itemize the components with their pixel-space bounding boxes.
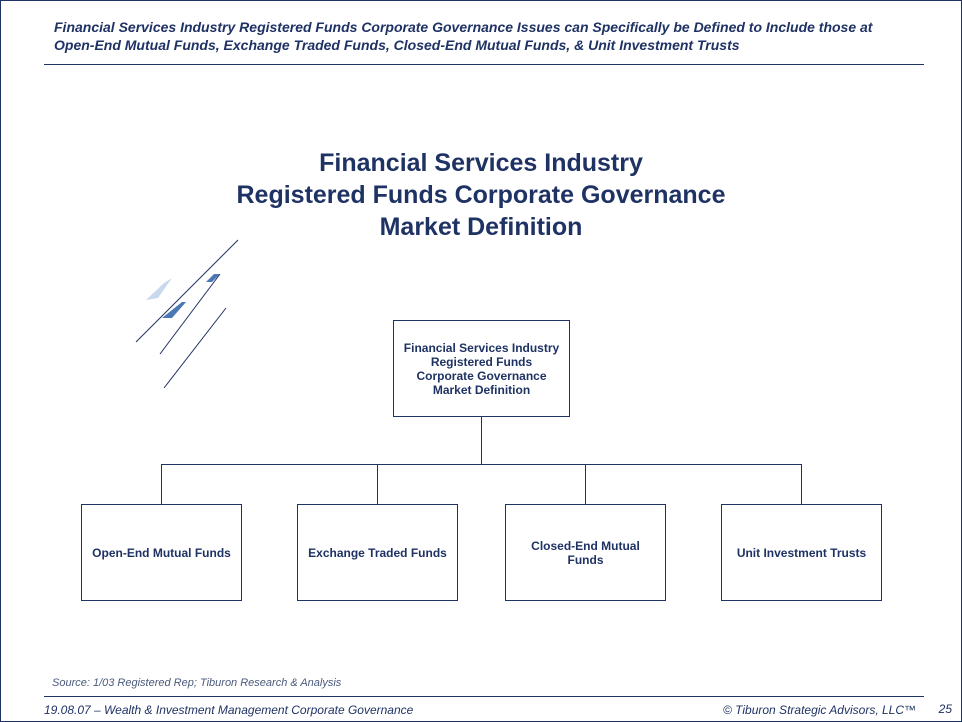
root-node-line-4: Market Definition: [432, 382, 531, 397]
child-node-label: Unit Investment Trusts: [736, 545, 867, 560]
child-node-unit-investment-trusts: Unit Investment Trusts: [721, 504, 882, 601]
child-node-exchange-traded-funds: Exchange Traded Funds: [297, 504, 458, 601]
connector-child-1: [161, 464, 162, 504]
connector-child-2: [377, 464, 378, 504]
page-number: 25: [938, 702, 952, 716]
slide-title: Financial Services Industry Registered F…: [0, 147, 962, 243]
title-line-2: Registered Funds Corporate Governance: [236, 181, 726, 209]
connector-horizontal-bar: [161, 464, 802, 465]
header-line-2: Open-End Mutual Funds, Exchange Traded F…: [54, 37, 740, 53]
footer-divider: [44, 696, 924, 697]
child-node-closed-end-mutual-funds: Closed-End Mutual Funds: [505, 504, 666, 601]
root-node-line-2: Registered Funds: [430, 354, 533, 369]
header-line-1: Financial Services Industry Registered F…: [54, 19, 873, 35]
slide-header: Financial Services Industry Registered F…: [54, 18, 934, 54]
child-node-open-end-mutual-funds: Open-End Mutual Funds: [81, 504, 242, 601]
child-node-label: Exchange Traded Funds: [308, 545, 447, 560]
root-node-line-1: Financial Services Industry: [403, 340, 560, 355]
connector-child-3: [585, 464, 586, 504]
footer-date-title: 19.08.07 – Wealth & Investment Managemen…: [44, 703, 414, 717]
connector-child-4: [801, 464, 802, 504]
root-node-line-3: Corporate Governance: [416, 368, 547, 383]
footer-copyright: © Tiburon Strategic Advisors, LLC™: [722, 703, 916, 717]
child-node-label: Open-End Mutual Funds: [92, 545, 231, 560]
title-line-1: Financial Services Industry: [319, 149, 643, 177]
root-node: Financial Services Industry Registered F…: [393, 320, 570, 417]
header-divider: [44, 64, 924, 65]
title-line-3: Market Definition: [379, 213, 583, 241]
diagonal-lines-diamonds-icon: [135, 239, 239, 389]
source-note: Source: 1/03 Registered Rep; Tiburon Res…: [52, 677, 342, 689]
child-node-label: Closed-End Mutual Funds: [531, 538, 640, 567]
connector-root-trunk: [481, 417, 482, 464]
